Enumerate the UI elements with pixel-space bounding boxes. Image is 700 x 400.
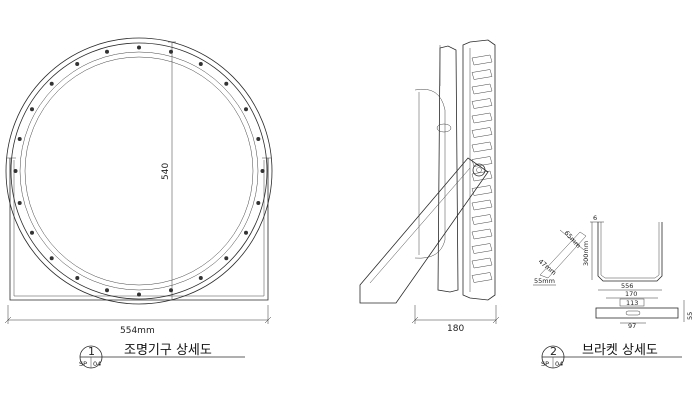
height-label: 540: [161, 163, 171, 180]
bracket-arm-inner: [369, 167, 471, 284]
depth-label: 180: [447, 324, 464, 334]
bracket-width-label: 556: [621, 282, 633, 290]
rear-curve: [414, 88, 446, 259]
bracket-arm: [359, 157, 489, 304]
bolt-icon: [105, 288, 109, 293]
width-label: 554mm: [120, 326, 155, 336]
ring-2: [10, 42, 268, 300]
lens-ring: [24, 56, 254, 286]
pivot-bolt: [472, 163, 486, 177]
title-sheet-no-1: 04: [93, 360, 101, 368]
fin: [471, 170, 493, 182]
rear-knob: [436, 123, 452, 133]
fin: [471, 54, 493, 66]
front-view: 540 554mm: [4, 37, 273, 336]
title-sheet-no-2: 04: [555, 360, 563, 368]
fin: [471, 69, 493, 80]
bolt-icon: [169, 288, 173, 293]
title-sheet-1: SP: [79, 360, 87, 368]
bolt-icon: [244, 230, 248, 235]
title-text-1: 조명기구 상세도: [124, 343, 212, 358]
bolt-icon: [169, 49, 173, 54]
fin: [471, 127, 493, 138]
width-tick-right: [264, 316, 272, 324]
side-body-outline: [462, 39, 496, 301]
fin: [471, 141, 493, 153]
fin: [471, 257, 493, 269]
u-bracket: [597, 222, 663, 282]
bolt-icon: [256, 201, 261, 205]
bolt-ring: [13, 45, 265, 297]
front-yoke-outline: [9, 158, 269, 301]
bolt-icon: [75, 276, 80, 280]
bolt-icon: [256, 137, 261, 141]
plate-height-label: 55: [686, 312, 694, 320]
title-sheet-2: SP: [541, 360, 549, 368]
plate-width-label: 170: [625, 290, 637, 298]
bolt-icon: [224, 81, 229, 86]
bolt-icon: [17, 201, 22, 205]
bolt-icon: [49, 256, 54, 261]
title-number-1: 1: [88, 345, 95, 358]
slot-arm: [539, 231, 587, 279]
fin: [471, 156, 493, 167]
front-yoke-inner: [13, 160, 265, 297]
fin: [471, 272, 493, 283]
bolt-icon: [30, 230, 34, 235]
fin: [471, 228, 493, 240]
plate-inner-label: 113: [626, 299, 638, 307]
plate-inner-box: [619, 298, 645, 307]
width-tick-left: [4, 316, 12, 324]
bolt-icon: [198, 276, 203, 280]
title-text-2: 브라켓 상세도: [582, 343, 658, 358]
depth-tick-right: [492, 316, 500, 324]
side-view: 180: [359, 39, 500, 334]
bolt-icon: [49, 81, 54, 86]
plate-hole-label: 97: [628, 322, 636, 330]
fin: [471, 83, 493, 95]
bolt-icon: [244, 107, 248, 112]
title-block-1: 1 SP 04 조명기구 상세도: [79, 343, 245, 369]
cooling-fins: [471, 54, 493, 283]
bolt-icon: [137, 292, 141, 297]
fin: [471, 214, 493, 225]
outer-ring: [5, 37, 273, 305]
slot-label-b: 47mm: [537, 257, 558, 277]
slot-dim-a: [559, 229, 585, 251]
thickness-label: 6: [593, 214, 597, 222]
slot-label-a: 65mm: [563, 229, 583, 250]
bolt-icon: [198, 62, 203, 66]
offset-label: 55mm: [534, 277, 555, 285]
bolt-icon: [17, 137, 22, 141]
pivot-center: [476, 167, 482, 173]
rear-housing: [437, 45, 459, 293]
depth-tick-left: [411, 316, 419, 324]
bracket-detail: 6 300mm 65mm 47mm 55mm 556 170 113 97 55: [533, 214, 694, 330]
bolt-icon: [224, 256, 229, 261]
ring-3: [19, 51, 259, 291]
bolt-icon: [260, 169, 265, 173]
fin: [471, 243, 493, 254]
title-block-2: 2 SP 04 브라켓 상세도: [541, 343, 682, 369]
fin: [471, 112, 493, 124]
fin: [471, 98, 493, 109]
bolt-icon: [105, 49, 109, 54]
bolt-icon: [137, 45, 141, 50]
u-bracket-inner: [600, 222, 660, 279]
bolt-icon: [30, 107, 34, 112]
bolt-icon: [13, 169, 18, 173]
title-number-2: 2: [550, 345, 557, 358]
mounting-plate: [595, 307, 679, 319]
fin: [471, 199, 493, 211]
bracket-height-label: 300mm: [582, 241, 590, 266]
bolt-icon: [75, 62, 80, 66]
plate-slot: [625, 310, 641, 316]
